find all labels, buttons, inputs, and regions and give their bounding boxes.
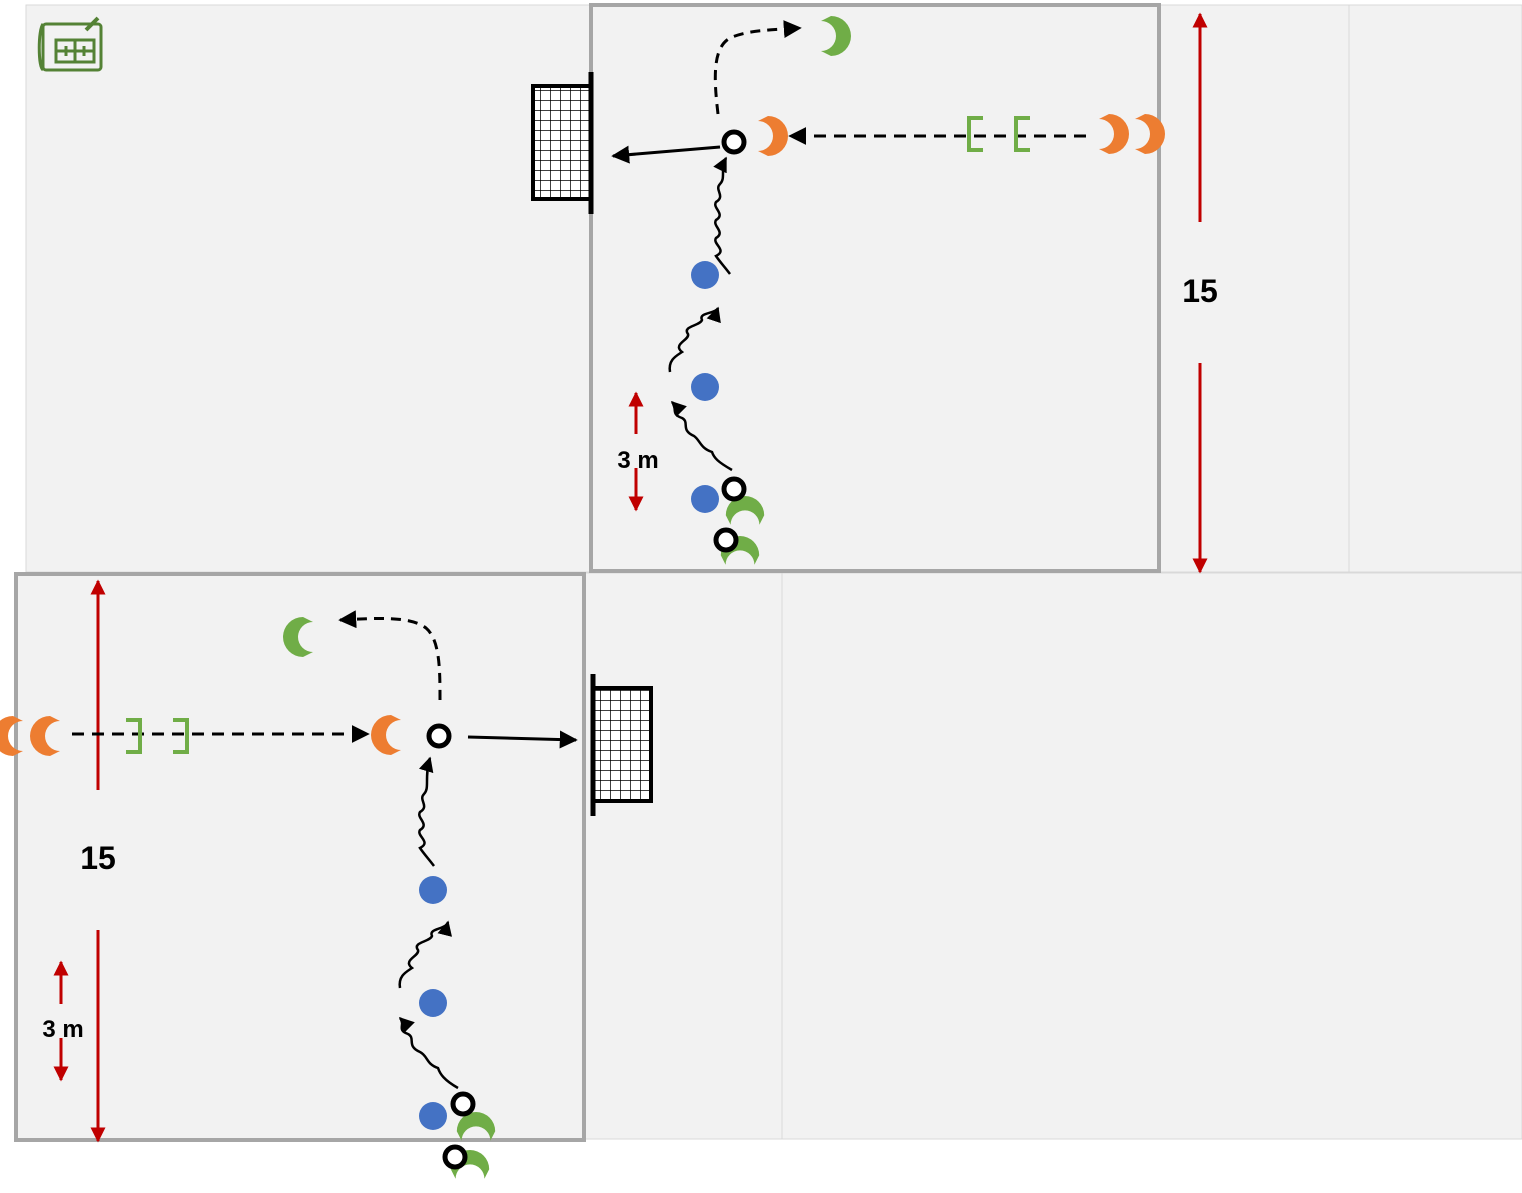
upper-distance-label: 15 [1182,273,1218,309]
canvas-panel-top [25,4,1350,573]
upper-field [589,3,1161,573]
run-path [338,610,442,701]
upper-spacing-label: 3 m [617,447,658,474]
mini-goal [967,116,1030,152]
run-path [713,20,802,115]
cone [419,989,447,1017]
cone [691,261,719,289]
lower-distance-label: 15 [80,840,116,876]
dribble-path [398,756,459,1090]
upper-goal [531,72,594,214]
cone [419,1102,447,1130]
shot-arrow [467,730,578,749]
lower-spacing-label: 3 m [42,1016,83,1043]
shot-arrow [611,145,721,164]
lower-goal [590,674,653,816]
canvas-panel-bottom-left [15,572,783,1140]
cone [419,876,447,904]
ball [713,129,747,553]
ball [426,723,476,1170]
canvas-panel-bottom-right [781,572,1522,1140]
cone [691,373,719,401]
mini-goal [126,718,189,754]
canvas-panel-top-right [1348,4,1522,573]
cone [691,485,719,513]
dribble-path [668,156,733,472]
drill-plan-icon [37,16,103,72]
lower-field [14,572,586,1142]
